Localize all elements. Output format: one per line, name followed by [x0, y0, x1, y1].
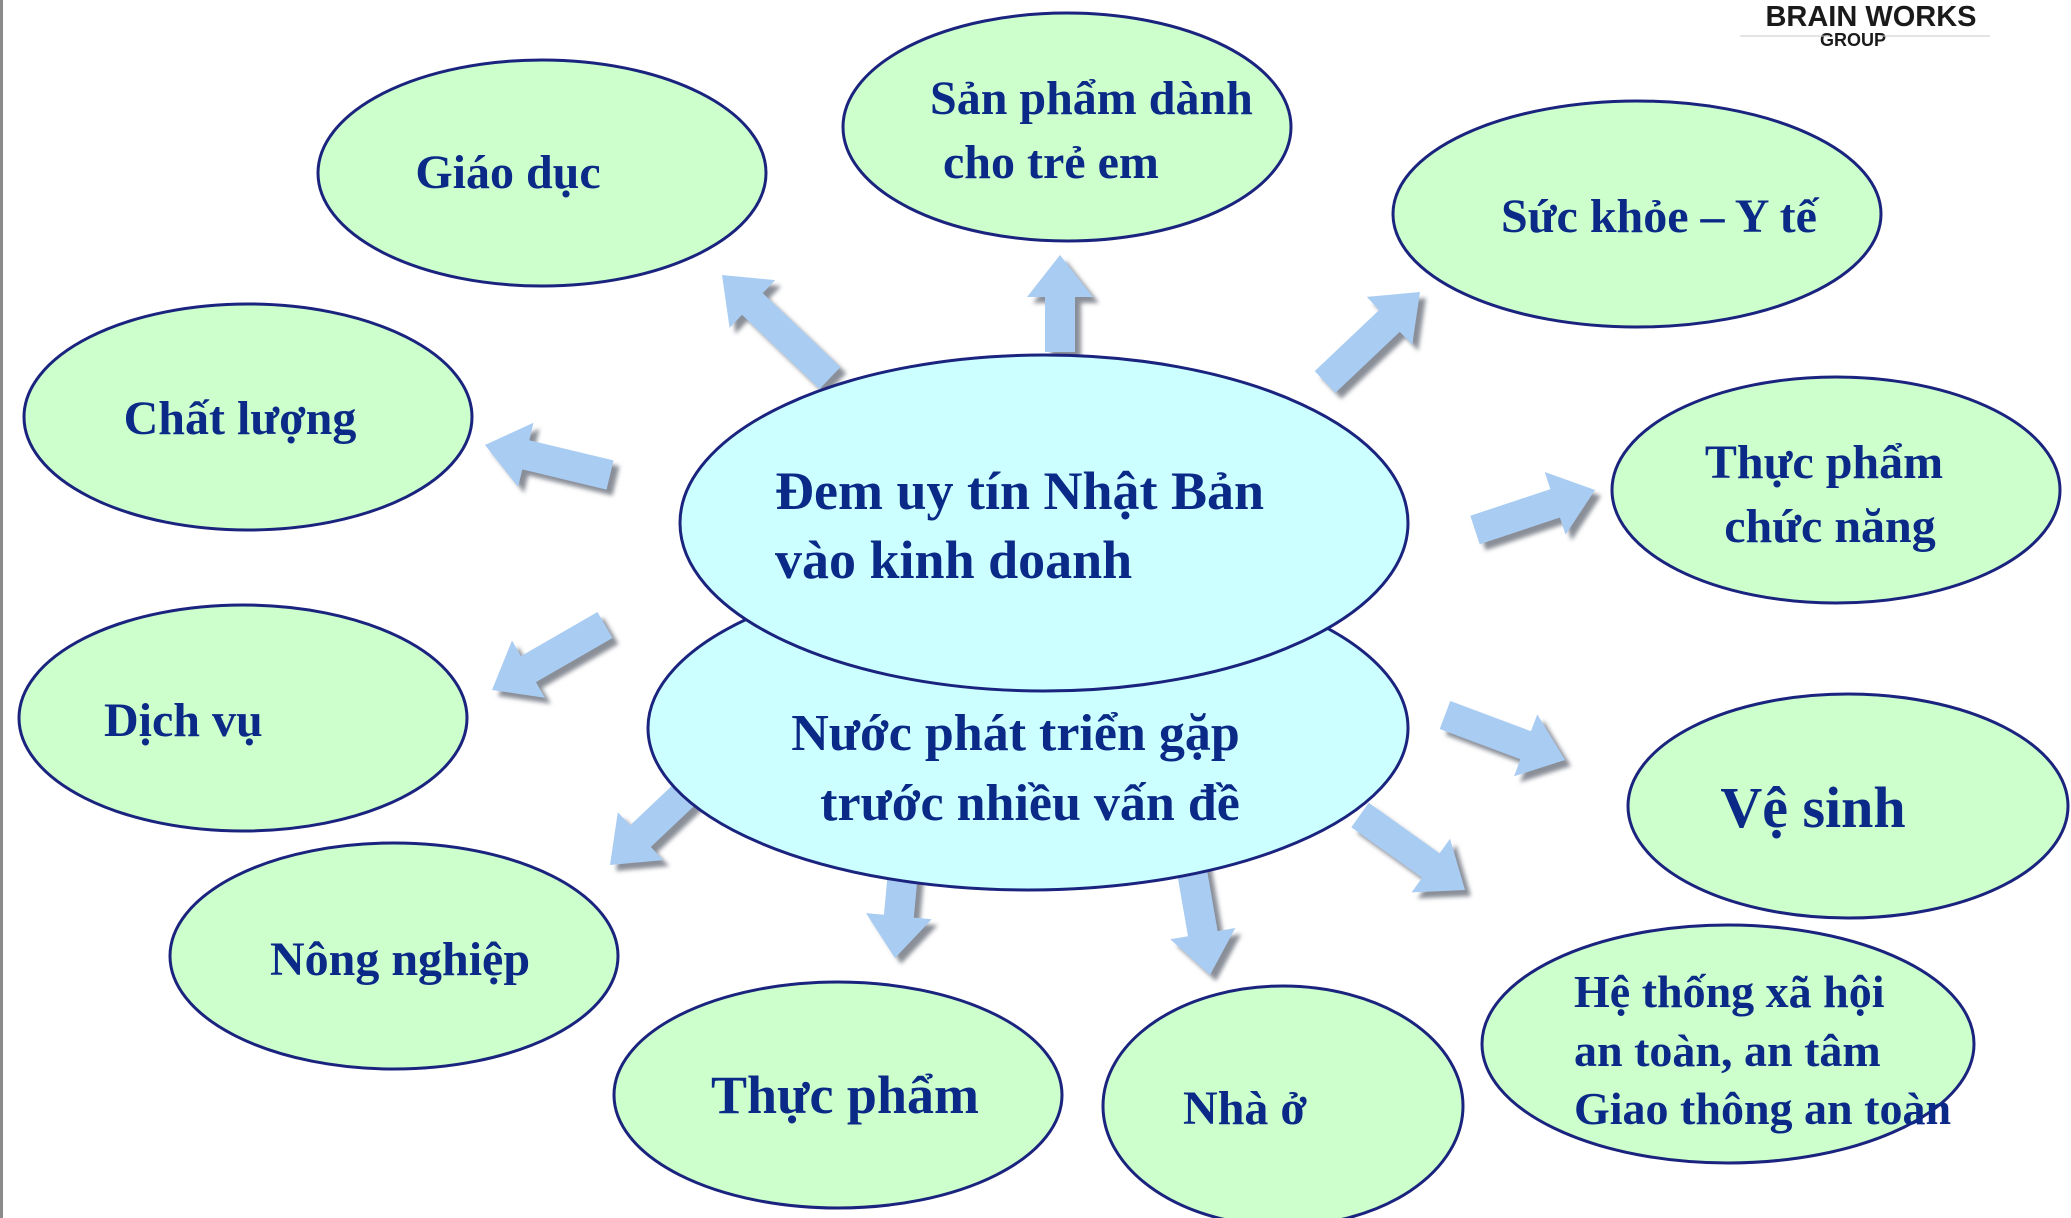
node-label: Vệ sinh: [1720, 775, 1905, 840]
left-border-line: [0, 0, 3, 1218]
node-label: Chất lượng: [124, 392, 357, 445]
node-label: Dịch vụ: [104, 694, 263, 747]
arrow-to-dich-vu: [492, 612, 613, 698]
arrow-to-suc-khoe-y-te: [1314, 292, 1420, 393]
node-ellipse: [17, 603, 469, 833]
node-san-pham-tre-em: Sản phẩm dành cho trẻ em: [841, 11, 1293, 243]
node-label: Thực phẩm chức năng: [1705, 436, 1955, 553]
node-label: Nông nghiệp: [270, 933, 530, 986]
node-label: Thực phẩm: [711, 1065, 979, 1125]
node-ellipse: [168, 841, 620, 1071]
arrow-to-giao-duc: [722, 275, 841, 389]
logo-line2: GROUP: [1820, 30, 1886, 50]
brain-works-logo: BRAIN WORKS GROUP: [1740, 1, 1990, 50]
node-nha-o: Nhà ở: [1101, 984, 1465, 1218]
node-ellipse: [612, 980, 1064, 1210]
node-ellipse: [1391, 99, 1883, 329]
node-label: Hệ thống xã hội an toàn, an tâm Giao thô…: [1574, 966, 1951, 1134]
center-node-top: Đem uy tín Nhật Bản vào kinh doanh: [678, 353, 1410, 693]
arrow-to-chat-luong: [485, 422, 614, 490]
node-chat-luong: Chất lượng: [22, 302, 474, 532]
node-giao-duc: Giáo dục: [316, 58, 768, 288]
node-ellipse: [1101, 984, 1465, 1218]
center-ellipse-top: [678, 353, 1410, 693]
logo-line1: BRAIN WORKS: [1765, 1, 1976, 33]
node-he-thong-xa-hoi: Hệ thống xã hội an toàn, an tâm Giao thô…: [1480, 923, 1976, 1165]
node-label: Sức khỏe – Y tế: [1501, 190, 1820, 243]
arrow-to-he-thong-xa-hoi: [1351, 802, 1465, 893]
node-suc-khoe-y-te: Sức khỏe – Y tế: [1391, 99, 1883, 329]
arrow-to-nha-o: [1170, 857, 1236, 975]
node-thuc-pham: Thực phẩm: [612, 980, 1064, 1210]
node-ellipse: [841, 11, 1293, 243]
node-ellipse: [1480, 923, 1976, 1165]
node-dich-vu: Dịch vụ: [17, 603, 469, 833]
node-ellipse: [316, 58, 768, 288]
node-label: Sản phẩm dành cho trẻ em: [930, 72, 1265, 189]
node-nong-nghiep: Nông nghiệp: [168, 841, 620, 1071]
node-ellipse: [1610, 375, 2062, 605]
node-thuc-pham-chuc-nang: Thực phẩm chức năng: [1610, 375, 2062, 605]
arrow-to-thuc-pham-chuc-nang: [1470, 472, 1595, 545]
node-label: Nhà ở: [1183, 1082, 1307, 1135]
center-top-label: Đem uy tín Nhật Bản vào kinh doanh: [775, 461, 1278, 590]
node-label: Giáo dục: [415, 146, 600, 199]
node-ellipse: [1626, 692, 2070, 920]
node-ellipse: [22, 302, 474, 532]
arrow-to-ve-sinh: [1439, 701, 1565, 777]
arrow-to-san-pham-tre-em: [1027, 255, 1093, 352]
node-ve-sinh: Vệ sinh: [1626, 692, 2070, 920]
center-bottom-label: Nước phát triển gặp trước nhiều vấn đề: [791, 705, 1253, 832]
